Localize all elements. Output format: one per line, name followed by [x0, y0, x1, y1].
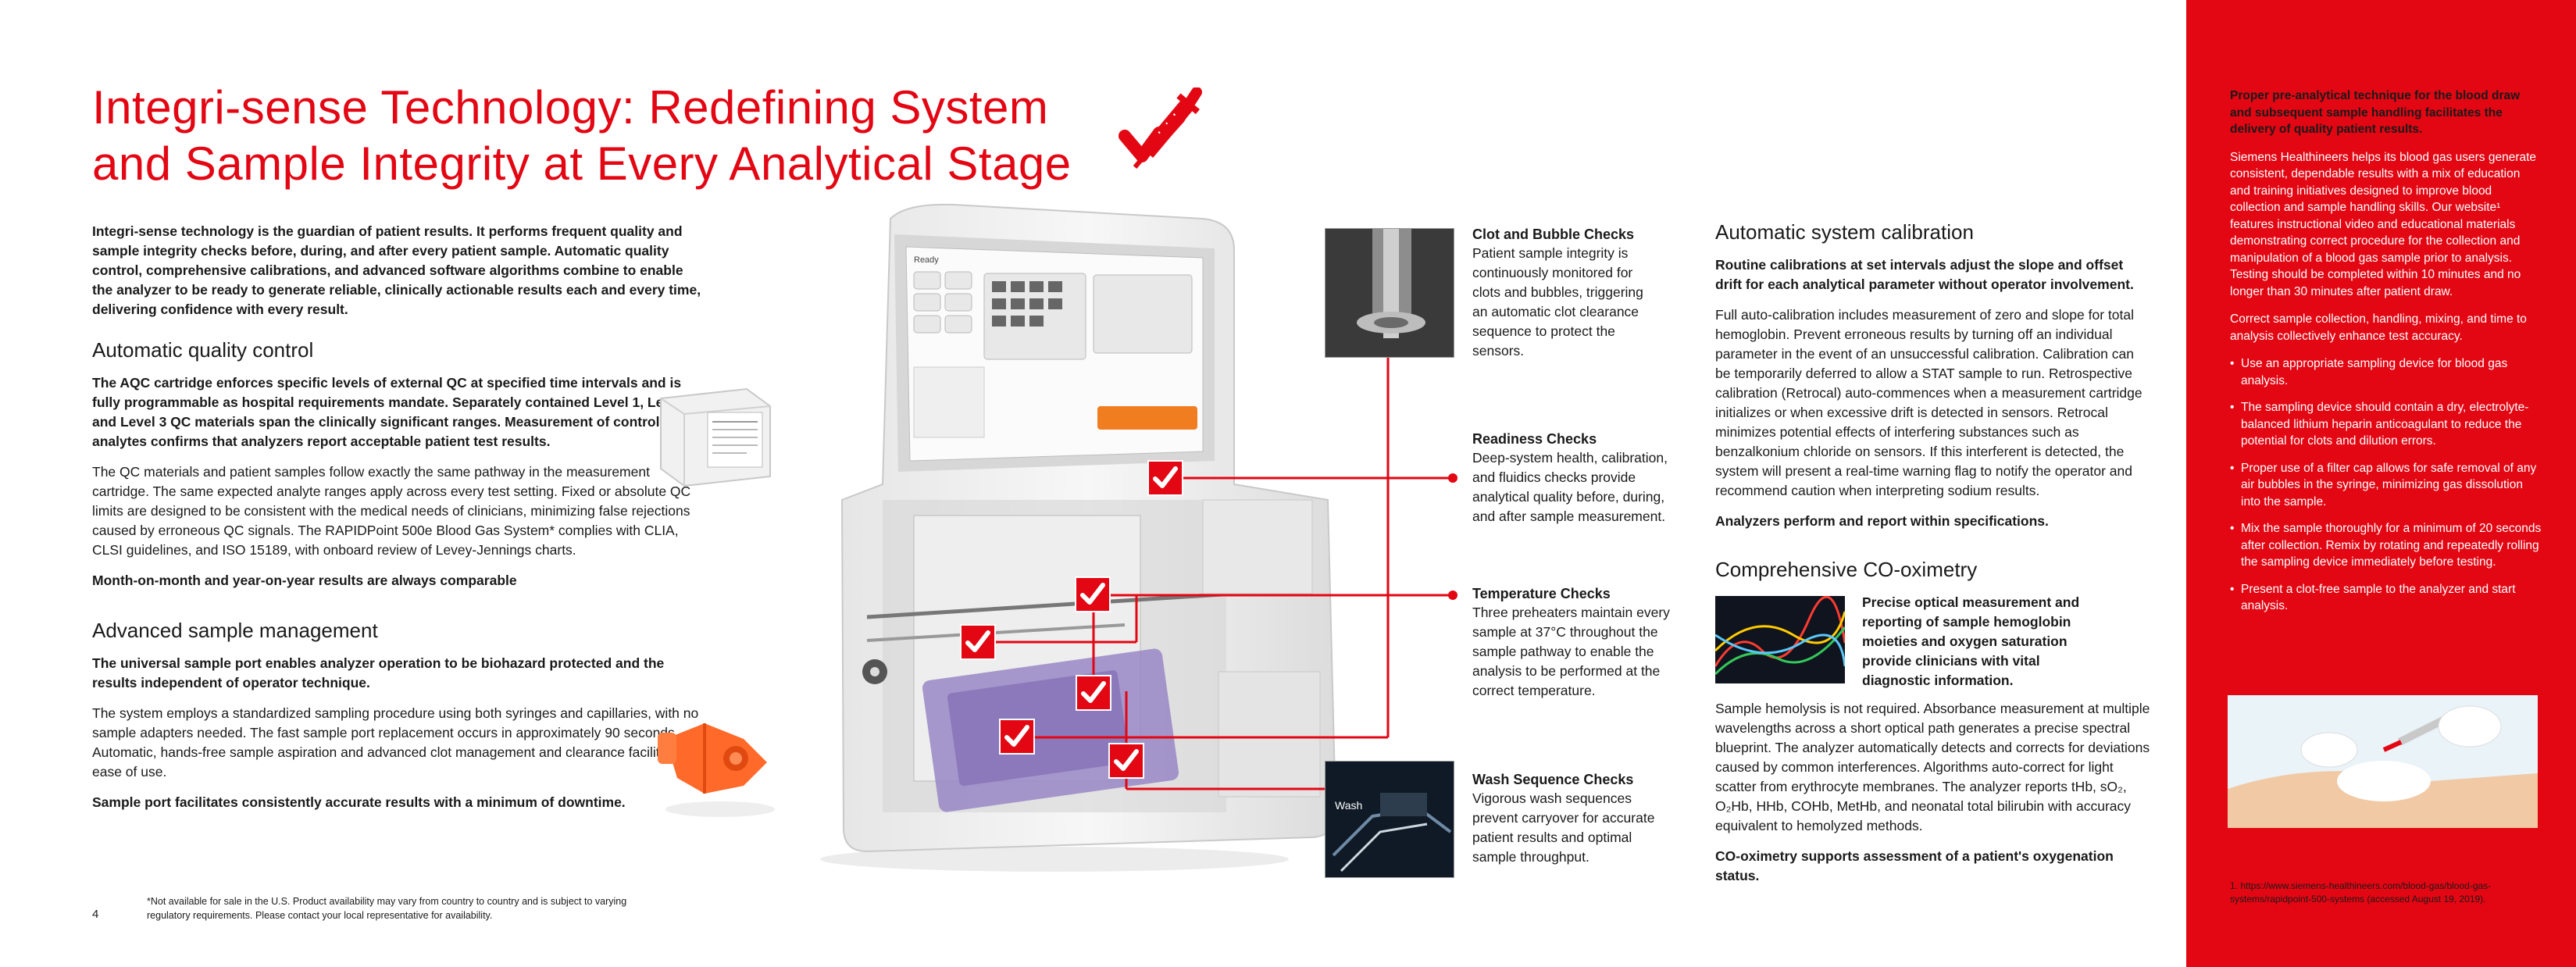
check-clot-bubble: Clot and Bubble Checks Patient sample in… [1472, 225, 1685, 361]
checkmark-icon-3 [960, 624, 996, 660]
cooximetry-body: Sample hemolysis is not required. Absorb… [1715, 701, 2150, 833]
check-wash-sequence: Wash Sequence Checks Vigorous wash seque… [1472, 770, 1668, 867]
syringe-check-icon [1119, 87, 1202, 169]
asm-heading: Advanced sample management [92, 619, 378, 642]
calibration-closing: Analyzers perform and report within spec… [1715, 513, 2049, 529]
check-heading: Readiness Checks [1472, 431, 1597, 447]
spectrum-image [1715, 596, 1845, 683]
checkmark-icon-1 [1147, 460, 1183, 496]
check-text: Patient sample integrity is continuously… [1472, 245, 1643, 359]
cooximetry-closing: CO-oximetry supports assessment of a pat… [1715, 848, 2114, 883]
check-text: Deep-system health, calibration, and flu… [1472, 450, 1668, 524]
list-item: Present a clot-free sample to the analyz… [2230, 581, 2542, 615]
checkmark-icon-5 [999, 719, 1035, 755]
wash-label: Wash [1335, 799, 1363, 812]
calibration-body: Full auto-calibration includes measureme… [1715, 307, 2143, 498]
aqc-paragraph-1: The AQC cartridge enforces specific leve… [92, 375, 698, 449]
checkmark-icon-6 [1108, 743, 1144, 779]
panel-paragraph-1: Siemens Healthineers helps its blood gas… [2230, 150, 2537, 298]
list-item: Use an appropriate sampling device for b… [2230, 355, 2542, 389]
intro-text: Integri-sense technology is the guardian… [92, 223, 701, 317]
calibration-heading: Automatic system calibration [1715, 220, 1974, 244]
aqc-paragraph-2: The QC materials and patient samples fol… [92, 464, 691, 558]
cooximetry-heading: Comprehensive CO-oximetry [1715, 558, 1978, 581]
screen-status: Ready [914, 255, 939, 265]
title-line-1: Integri-sense Technology: Redefining Sys… [92, 81, 1049, 134]
title-line-2: and Sample Integrity at Every Analytical… [92, 137, 1072, 190]
check-heading: Temperature Checks [1472, 586, 1611, 601]
aqc-heading: Automatic quality control [92, 338, 314, 362]
panel-bullets: Use an appropriate sampling device for b… [2230, 355, 2542, 615]
wash-sequence-thumbnail: Wash [1325, 761, 1454, 878]
right-column: Automatic system calibration Routine cal… [1715, 220, 2153, 897]
list-item: Mix the sample thoroughly for a minimum … [2230, 520, 2542, 571]
list-item: Proper use of a filter cap allows for sa… [2230, 460, 2542, 511]
asm-paragraph-1: The universal sample port enables analyz… [92, 655, 665, 690]
panel-footnote: 1. https://www.siemens-healthineers.com/… [2230, 880, 2492, 905]
panel-lead: Proper pre-analytical technique for the … [2230, 89, 2521, 136]
calibration-lead: Routine calibrations at set intervals ad… [1715, 257, 2134, 292]
asm-paragraph-2: The system employs a standardized sampli… [92, 705, 699, 780]
check-text: Vigorous wash sequences prevent carryove… [1472, 790, 1655, 865]
asm-paragraph-3: Sample port facilitates consistently acc… [92, 794, 626, 810]
check-readiness: Readiness Checks Deep-system health, cal… [1472, 430, 1685, 526]
left-column: Integri-sense technology is the guardian… [92, 222, 701, 823]
aqc-paragraph-3: Month-on-month and year-on-year results … [92, 573, 517, 588]
page-number: 4 [92, 908, 99, 921]
check-heading: Clot and Bubble Checks [1472, 227, 1635, 242]
clot-bubble-thumbnail [1325, 228, 1454, 358]
qc-cartridge-image [660, 387, 771, 487]
panel-paragraph-2: Correct sample collection, handling, mix… [2230, 312, 2527, 343]
checkmark-icon-4 [1076, 675, 1111, 711]
check-heading: Wash Sequence Checks [1472, 772, 1634, 787]
check-temperature: Temperature Checks Three preheaters main… [1472, 584, 1685, 701]
checkmark-icon-2 [1075, 576, 1111, 612]
pre-analytical-panel: Proper pre-analytical technique for the … [2186, 0, 2576, 967]
blood-draw-image [2228, 695, 2538, 828]
availability-footnote: *Not available for sale in the U.S. Prod… [147, 896, 627, 921]
list-item: The sampling device should contain a dry… [2230, 399, 2542, 450]
sample-port-image [658, 723, 775, 817]
page-title: Integri-sense Technology: Redefining Sys… [92, 80, 1147, 192]
cooximetry-lead: Precise optical measurement and reportin… [1862, 594, 2080, 688]
check-text: Three preheaters maintain every sample a… [1472, 605, 1670, 698]
